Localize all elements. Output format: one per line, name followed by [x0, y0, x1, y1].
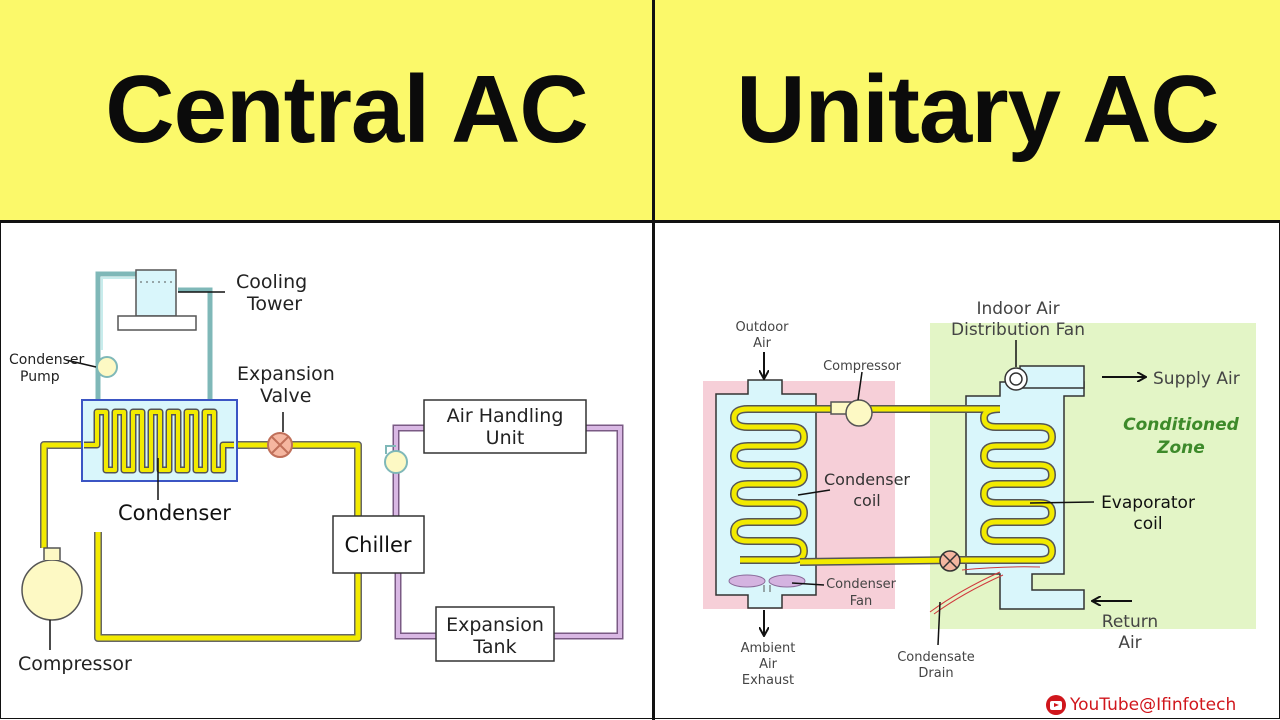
expansion-valve-label-2: Valve — [260, 385, 311, 407]
condenser-coil-label-1: Condenser — [824, 470, 910, 489]
condenser-coil-fill — [731, 406, 865, 563]
condenser-fan-label-1: Condenser — [826, 577, 897, 592]
unitary-ac-banner: Unitary AC — [655, 0, 1280, 220]
ambient-label-1: Ambient — [741, 641, 796, 656]
condensate-drain — [929, 566, 1041, 646]
condenser — [81, 399, 238, 500]
conditioned-zone-label-2: Zone — [1156, 438, 1205, 458]
supply-duct — [1019, 365, 1085, 389]
central-ac-banner: Central AC — [0, 0, 653, 220]
watermark-text: YouTube@Ifinfotech — [1070, 695, 1237, 715]
central-ac-diagram: Cooling Tower Condenser Pump Expansion V… — [9, 269, 624, 675]
evaporator-coil-label-1: Evaporator — [1101, 493, 1195, 513]
expansion-tank-label-1: Expansion — [446, 614, 544, 636]
condenser-pump-label-2: Pump — [20, 369, 60, 385]
expansion-valve-label-1: Expansion — [237, 363, 335, 385]
expansion-tank-label-2: Tank — [472, 636, 516, 658]
condenser-coil-label-2: coil — [853, 491, 880, 510]
chiller — [332, 515, 425, 574]
ambient-label-2: Air — [759, 657, 778, 672]
unitary-ac-diagram: Outdoor Air Compressor Indoor Air Distri… — [703, 299, 1256, 688]
air-handling-unit — [423, 399, 587, 454]
indoor-fan-icon — [1004, 340, 1028, 391]
air-handling-label-1: Air Handling — [447, 405, 564, 427]
drain-label-2: Drain — [918, 666, 953, 681]
compressor-label: Compressor — [18, 653, 132, 675]
chilled-water-pump — [384, 445, 408, 474]
condenser-casing — [715, 379, 817, 609]
supply-air-label: Supply Air — [1153, 369, 1240, 389]
drain-label-1: Condensate — [897, 650, 975, 665]
return-air-label-2: Air — [1118, 633, 1141, 653]
condenser-pump — [65, 356, 118, 378]
compressor — [21, 547, 83, 650]
chiller-label: Chiller — [344, 533, 411, 557]
horizontal-divider — [0, 220, 1280, 223]
unitary-ac-title: Unitary AC — [736, 56, 1220, 163]
central-ac-title: Central AC — [105, 56, 589, 163]
ambient-label-3: Exhaust — [742, 673, 794, 688]
outdoor-air-label-1: Outdoor — [735, 320, 789, 335]
expansion-tank — [435, 606, 555, 662]
unitary-expansion-valve — [939, 550, 961, 572]
unitary-compressor-label: Compressor — [823, 359, 902, 374]
evaporator-coil-label-2: coil — [1133, 514, 1162, 534]
indoor-fan-label-2: Distribution Fan — [951, 320, 1085, 340]
condenser-pump-label-1: Condenser — [9, 352, 84, 368]
unitary-compressor — [830, 371, 873, 427]
expansion-valve — [267, 412, 293, 458]
condenser-fan-label-2: Fan — [850, 594, 873, 609]
cooling-tower — [117, 269, 225, 331]
indoor-fan-label-1: Indoor Air — [976, 299, 1059, 319]
youtube-icon — [1046, 695, 1066, 715]
conditioned-zone-label-1: Conditioned — [1123, 415, 1240, 435]
condenser-label: Condenser — [118, 501, 231, 525]
outdoor-air-label-2: Air — [753, 336, 772, 351]
return-air-label-1: Return — [1102, 612, 1158, 632]
air-handling-label-2: Unit — [486, 427, 525, 449]
cooling-tower-label-1: Cooling — [236, 271, 307, 293]
evaporator-coil-fill — [799, 406, 1055, 565]
channel-watermark: YouTube@Ifinfotech — [1046, 693, 1236, 717]
vertical-divider — [652, 0, 655, 720]
cooling-tower-label-2: Tower — [246, 293, 302, 315]
chilled-water-pipes — [392, 424, 624, 640]
